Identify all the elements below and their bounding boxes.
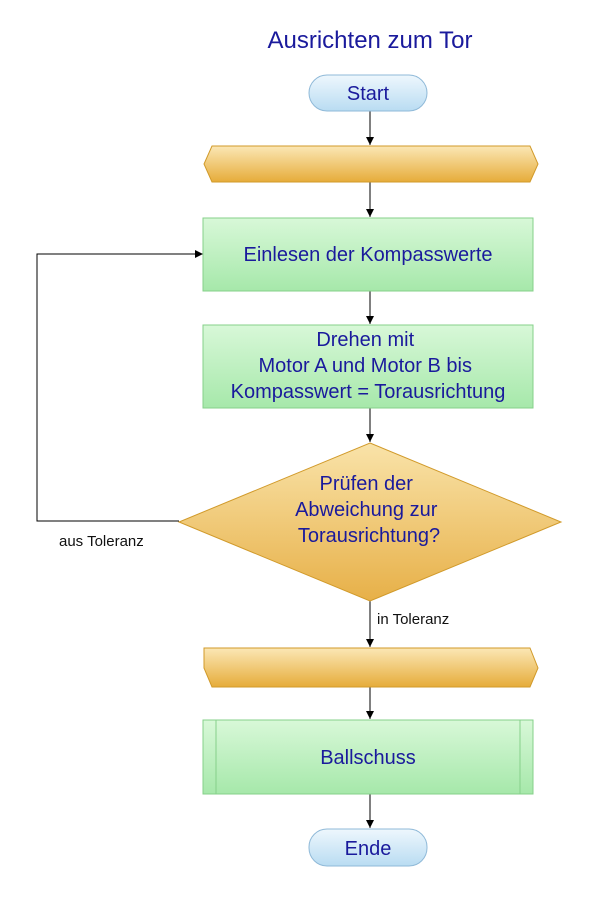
edge-label-in-tolerance: in Toleranz [377,611,449,628]
end-label: Ende [345,838,392,860]
rotate-process: Drehen mit Motor A und Motor B bis Kompa… [202,324,534,409]
rotate-label-line-3: Kompasswert = Torausrichtung [231,381,506,403]
rotate-label-line-1: Drehen mit [316,329,414,351]
edge-label-out-of-tolerance: aus Toleranz [59,533,144,550]
svg-text:Prüfen der Abweichung zu: Prüfen der Abweichung zur Torausrichtung… [295,473,443,547]
shoot-label: Ballschuss [320,747,416,769]
diagram-title: Ausrichten zum Tor [268,27,473,54]
check-decision: Prüfen der Abweichung zur Torausrichtung… [177,442,563,602]
read-compass-label: Einlesen der Kompasswerte [243,244,492,266]
edges [36,111,374,828]
rotate-label-line-2: Motor A und Motor B bis [259,355,472,377]
output-parallelogram [203,647,539,688]
svg-text:Drehen mit Motor A und M: Drehen mit Motor A und Motor B bis Kompa… [231,329,506,403]
check-label-line-2: Abweichung zur [295,499,438,521]
read-compass-process: Einlesen der Kompasswerte [202,217,534,292]
check-label-line-3: Torausrichtung? [298,525,440,547]
edge-loop-out-of-tolerance [36,250,203,522]
start-terminal: Start [308,74,428,112]
input-parallelogram [203,145,539,183]
check-label-line-1: Prüfen der [320,473,414,495]
start-label: Start [347,83,390,105]
end-terminal: Ende [308,828,428,867]
shoot-subprocess: Ballschuss [202,719,534,795]
